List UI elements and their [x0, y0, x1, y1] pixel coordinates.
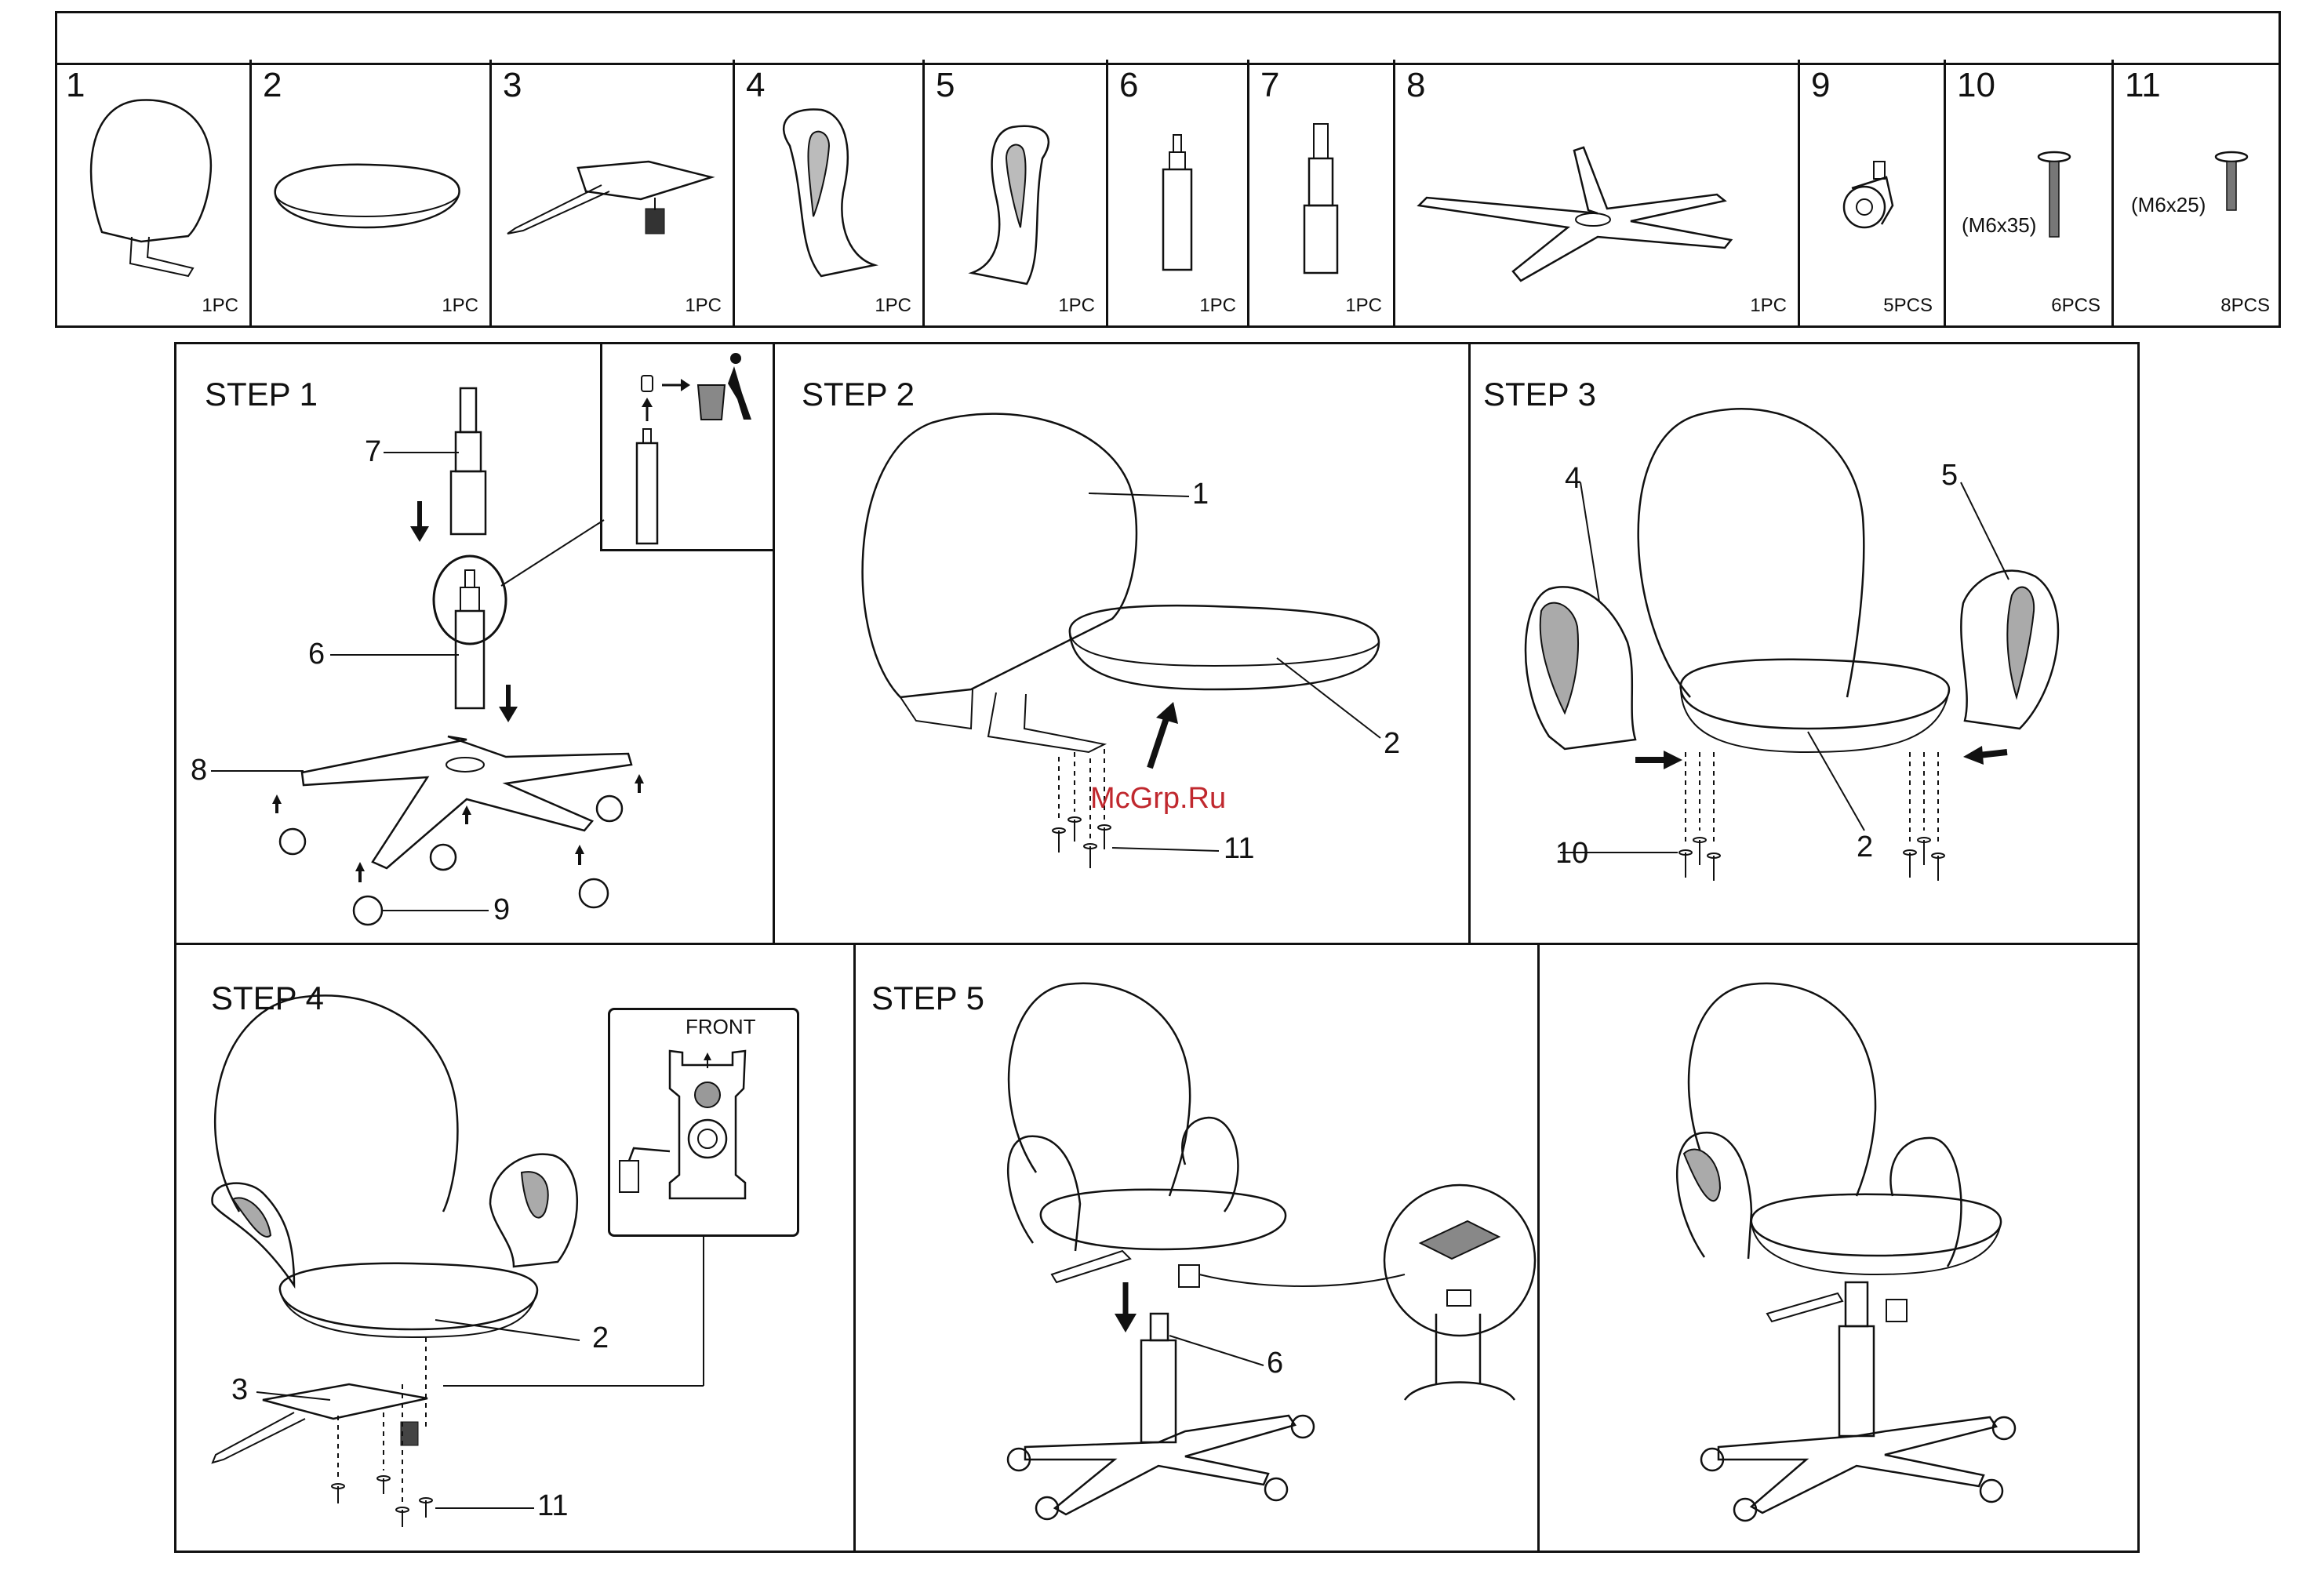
- callout-label: 2: [1384, 727, 1400, 761]
- part-cell-5: 5 1PC: [922, 60, 1106, 326]
- watermark: McGrp.Ru: [1090, 782, 1226, 816]
- step-4-panel: STEP 4 FRONT: [176, 945, 853, 1551]
- step-4-illustration: [176, 945, 853, 1551]
- callout-label: 6: [308, 638, 325, 671]
- left-armrest-icon: [735, 60, 925, 326]
- step-1-panel: STEP 1: [176, 344, 773, 943]
- base-icon: [1395, 60, 1800, 326]
- callout-label: 9: [493, 893, 510, 927]
- callout-label: 11: [1224, 832, 1254, 866]
- part-quantity: 6PCS: [2051, 295, 2100, 317]
- callout-label: 6: [1267, 1347, 1283, 1380]
- mechanism-icon: [492, 60, 735, 326]
- step-5-panel: STEP 5 6: [856, 945, 1537, 1551]
- callout-label: 2: [1857, 831, 1873, 864]
- part-cell-2: 2 1PC: [249, 60, 489, 326]
- part-cell-11: 11 (M6x25) 8PCS: [2111, 60, 2281, 326]
- step-2-illustration: [775, 344, 1468, 943]
- part-cell-1: 1 1PC: [55, 60, 249, 326]
- part-cell-4: 4 1PC: [733, 60, 922, 326]
- backrest-icon: [55, 60, 248, 326]
- part-cell-8: 8 1PC: [1393, 60, 1798, 326]
- assembled-chair-illustration: [1540, 945, 2137, 1551]
- step-2-panel: STEP 2 1 2 11 McGrp.Ru: [775, 344, 1468, 943]
- callout-label: 2: [592, 1322, 609, 1355]
- caster-icon: [1800, 60, 1946, 326]
- callout-label: 5: [1941, 459, 1958, 493]
- callout-label: 8: [191, 754, 207, 787]
- screw-icon: [2114, 60, 2283, 326]
- callout-label: 11: [537, 1489, 568, 1523]
- step-1-illustration: [176, 344, 773, 943]
- parts-row: 1 1PC 2 1PC 3 1PC 4 1PC 5: [55, 0, 2281, 329]
- callout-label: 7: [365, 435, 381, 469]
- gas-cylinder-icon: [1108, 60, 1249, 326]
- part-cell-10: 10 (M6x35) 6PCS: [1944, 60, 2111, 326]
- step-5-illustration: [856, 945, 1537, 1551]
- part-quantity: 1PC: [875, 295, 911, 317]
- final-chair-panel: [1540, 945, 2137, 1551]
- callout-label: 10: [1555, 837, 1588, 871]
- screw-icon: [1946, 60, 2114, 326]
- part-cell-6: 6 1PC: [1106, 60, 1247, 326]
- callout-label: 3: [231, 1373, 248, 1407]
- right-armrest-icon: [925, 60, 1108, 326]
- part-quantity: 1PC: [1345, 295, 1382, 317]
- part-quantity: 1PC: [442, 295, 478, 317]
- part-quantity: 1PC: [1199, 295, 1236, 317]
- part-quantity: 8PCS: [2220, 295, 2270, 317]
- callout-label: 1: [1192, 478, 1209, 511]
- callout-label: 4: [1565, 462, 1581, 496]
- part-cell-3: 3 1PC: [489, 60, 733, 326]
- part-quantity: 1PC: [1058, 295, 1095, 317]
- part-quantity: 5PCS: [1883, 295, 1933, 317]
- cylinder-cover-icon: [1249, 60, 1395, 326]
- part-cell-9: 9 5PCS: [1798, 60, 1944, 326]
- part-cell-7: 7 1PC: [1247, 60, 1393, 326]
- part-quantity: 1PC: [1750, 295, 1787, 317]
- part-quantity: 1PC: [685, 295, 722, 317]
- part-quantity: 1PC: [202, 295, 238, 317]
- seat-icon: [252, 60, 492, 326]
- step-3-panel: STEP 3 4 5 10 2: [1471, 344, 2137, 943]
